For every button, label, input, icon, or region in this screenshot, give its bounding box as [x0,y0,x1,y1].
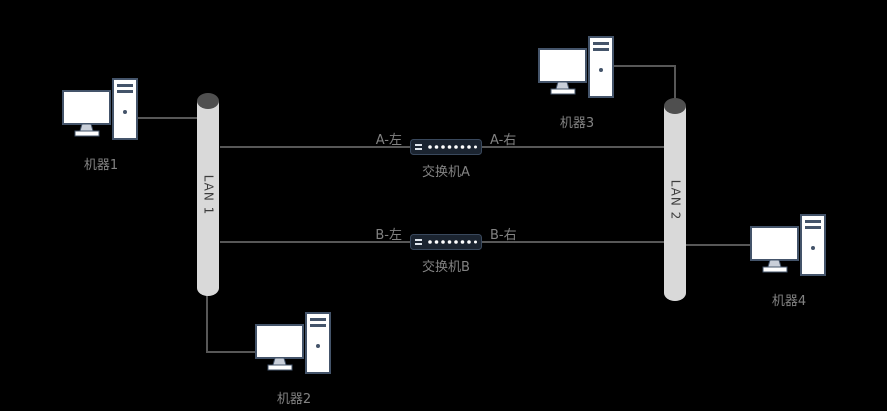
switchB-right-port-label: B-右 [490,228,517,243]
node-machine1: 机器1 [62,78,140,173]
computer-icon [538,36,614,98]
machine2-label: 机器2 [276,392,312,407]
switchA-right-port-label: A-右 [490,133,517,148]
node-switchA [410,139,482,159]
wire-machine3-lan2 [611,65,676,104]
lan2-segment: LAN 2 [663,97,687,302]
switch-icon [410,139,482,155]
switchB-left-port-label: B-左 [375,228,402,243]
cylinder-shape [664,98,686,301]
switchA-label: 交换机A [422,165,470,180]
machine3-label: 机器3 [559,116,595,131]
machine1-label: 机器1 [83,158,119,173]
switch-icon [410,234,482,250]
switchB-label: 交换机B [422,260,470,275]
computer-icon [62,78,138,140]
cylinder-shape [197,93,219,296]
computer-icon [750,214,826,276]
wire-lan1-machine2 [206,292,256,353]
lan2-label: LAN 2 [668,179,683,220]
node-machine2: 机器2 [255,312,333,407]
node-machine3: 机器3 [538,36,616,131]
lan1-segment: LAN 1 [196,92,220,297]
machine4-label: 机器4 [771,294,807,309]
node-machine4: 机器4 [750,214,828,309]
node-switchB [410,234,482,254]
computer-icon [255,312,331,374]
lan1-label: LAN 1 [201,174,216,215]
switchA-left-port-label: A-左 [375,133,402,148]
